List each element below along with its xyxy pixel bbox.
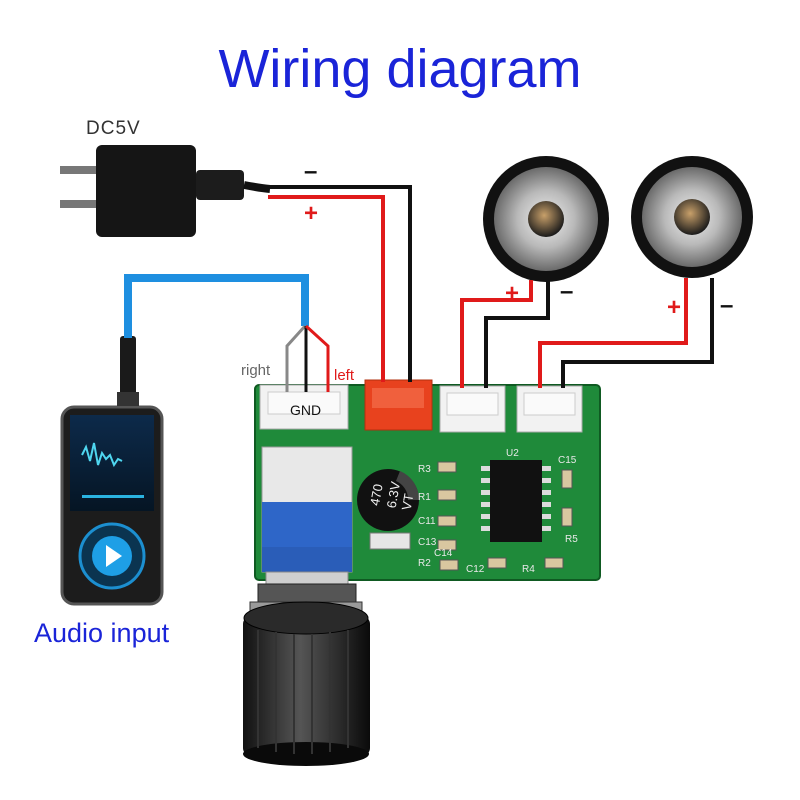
silk-label: C13	[418, 537, 437, 548]
amplifier-chip	[481, 460, 551, 542]
volume-knob	[243, 601, 370, 766]
power-connector	[364, 379, 433, 431]
power-wires	[268, 185, 412, 382]
capacitor-text: VT	[399, 492, 417, 511]
board-silkscreen: U2 C15 R3 R1 C11 C13 C14 R2 C12 R4 R5	[418, 448, 578, 575]
power-plus-sign: +	[304, 200, 319, 227]
speaker-left-minus-sign: –	[560, 278, 574, 305]
silk-label: C12	[466, 564, 485, 575]
audio-input-label: Audio input	[34, 618, 170, 648]
silk-label: R4	[522, 564, 535, 575]
audio-player	[60, 405, 164, 606]
input-gnd-label: GND	[290, 402, 322, 418]
speaker-left-connector	[439, 385, 506, 433]
silk-label: R5	[565, 534, 578, 545]
silk-label: U2	[506, 448, 519, 459]
input-left-label: left	[334, 367, 355, 384]
speaker-right	[631, 156, 753, 278]
capacitor-marking: 470 6.3V VT	[367, 480, 416, 511]
page-title: Wiring diagram	[218, 39, 582, 99]
speaker-right-connector	[516, 385, 583, 433]
silk-label: C14	[434, 548, 453, 559]
power-adapter	[60, 145, 271, 237]
silk-label: R1	[418, 492, 431, 503]
silk-label: C15	[558, 455, 577, 466]
silk-label: C11	[418, 516, 436, 527]
speaker-right-minus-sign: –	[720, 292, 734, 319]
speaker-left-plus-sign: +	[505, 280, 520, 307]
silk-label: R3	[418, 464, 431, 475]
smd-components	[437, 461, 573, 571]
power-minus-sign: –	[304, 158, 318, 185]
capacitor-text: 470	[367, 483, 386, 507]
speaker-left	[483, 156, 609, 282]
capacitor-text: 6.3V	[384, 480, 403, 509]
capacitor	[357, 469, 420, 550]
audio-jack	[117, 336, 139, 406]
speaker-right-plus-sign: +	[667, 294, 682, 321]
input-right-label: right	[241, 362, 271, 379]
input-connector	[259, 384, 349, 430]
power-label: DC5V	[86, 118, 141, 139]
potentiometer	[249, 446, 363, 619]
silk-label: R2	[418, 558, 431, 569]
audio-cable	[124, 274, 330, 392]
speaker-wires	[460, 278, 714, 388]
